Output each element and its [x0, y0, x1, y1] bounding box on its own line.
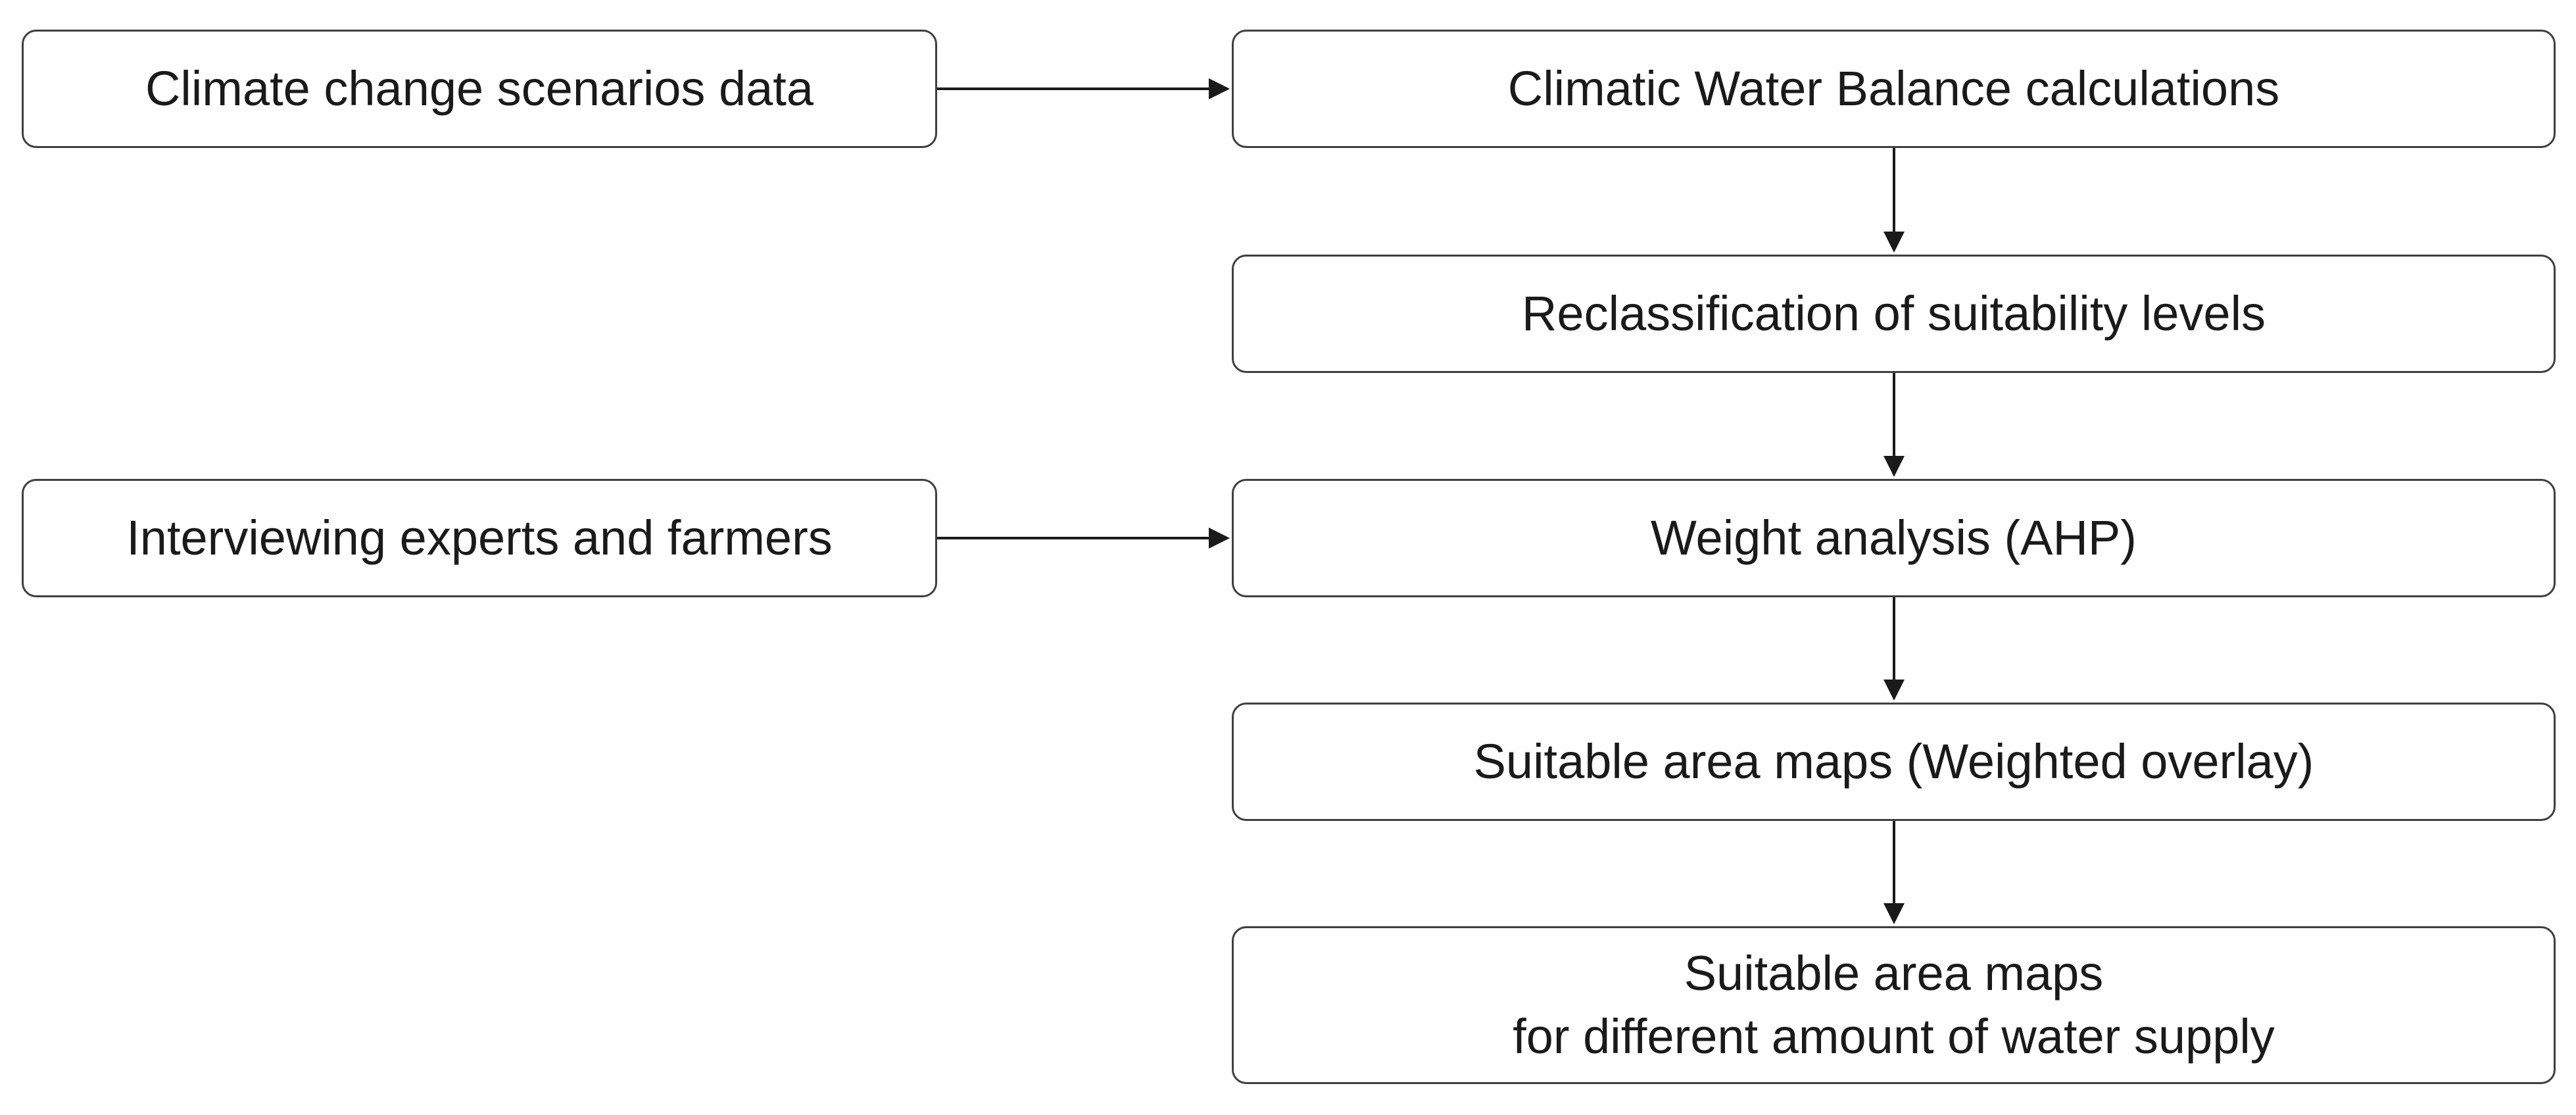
climate-change-data-label: Climate change scenarios data	[145, 61, 814, 116]
weighted-overlay-box: Suitable area maps (Weighted overlay)	[1232, 703, 2556, 821]
interviewing-box: Interviewing experts and farmers	[22, 479, 937, 597]
reclassification-box: Reclassification of suitability levels	[1232, 255, 2556, 373]
water-balance-box: Climatic Water Balance calculations	[1232, 30, 2556, 148]
water-balance-label: Climatic Water Balance calculations	[1507, 61, 2280, 116]
weight-analysis-box: Weight analysis (AHP)	[1232, 479, 2556, 597]
final-maps-box: Suitable area maps for different amount …	[1232, 926, 2556, 1084]
final-maps-label-line1: Suitable area maps	[1684, 945, 2104, 1001]
interviewing-label: Interviewing experts and farmers	[126, 510, 833, 565]
climate-change-data-box: Climate change scenarios data	[22, 30, 937, 148]
reclassification-label: Reclassification of suitability levels	[1521, 285, 2266, 341]
final-maps-label-line2: for different amount of water supply	[1513, 1009, 2275, 1064]
weight-analysis-label: Weight analysis (AHP)	[1651, 510, 2137, 565]
weighted-overlay-label: Suitable area maps (Weighted overlay)	[1473, 733, 2314, 789]
